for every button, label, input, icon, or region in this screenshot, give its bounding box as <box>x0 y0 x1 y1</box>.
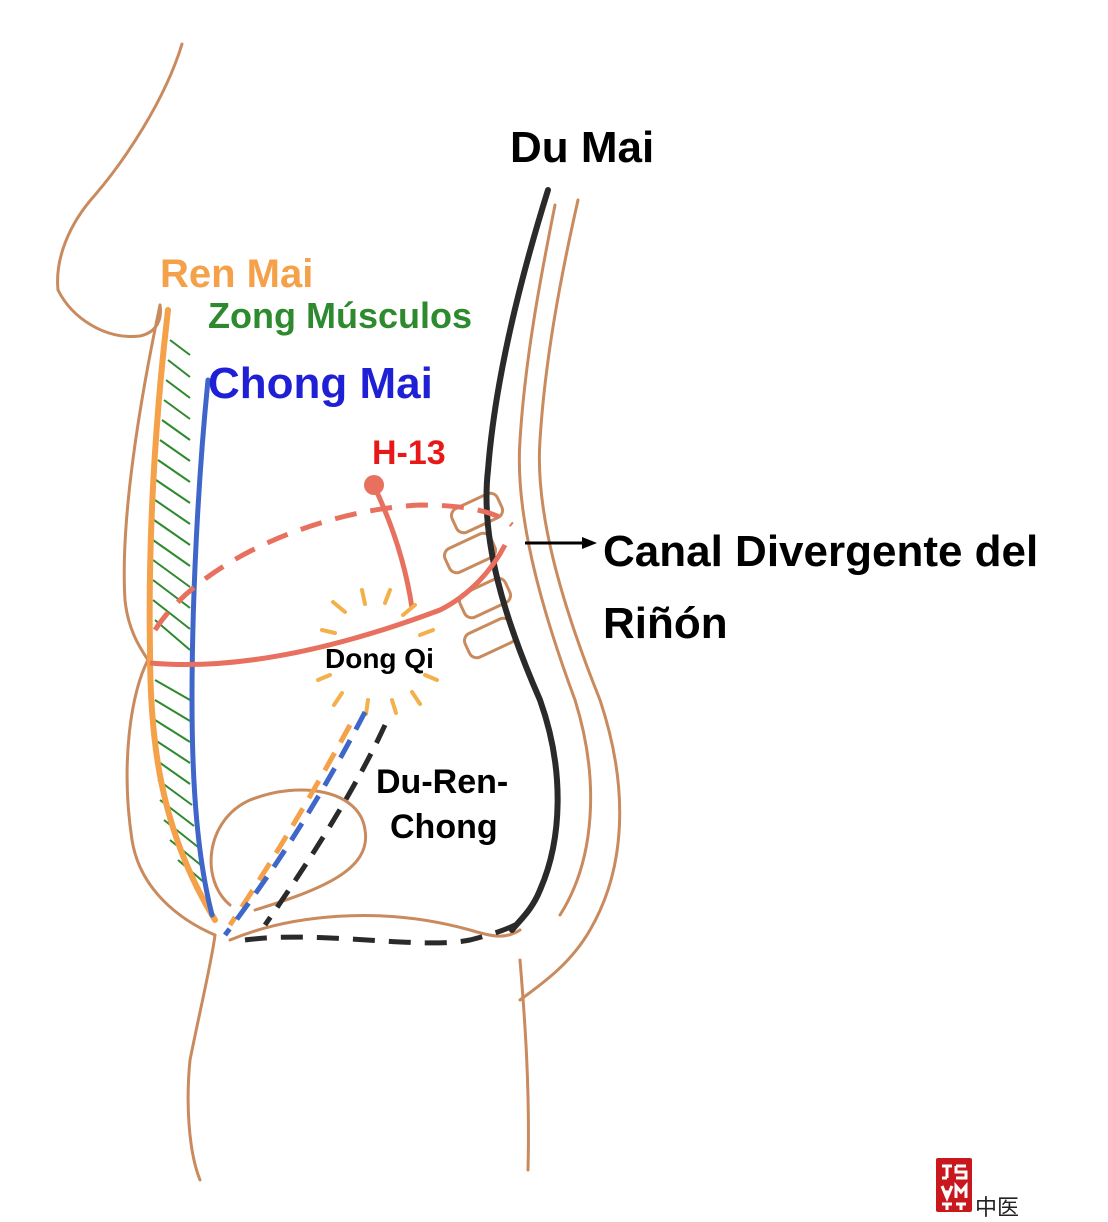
chong-mai-label: Chong Mai <box>208 362 433 406</box>
zong-hatching <box>153 340 206 884</box>
leg-front-line <box>188 935 215 1180</box>
du-mai-label: Du Mai <box>510 126 654 170</box>
jsmt-logo-stamp <box>936 1158 972 1212</box>
body-outline <box>58 44 620 1180</box>
canal-arrow <box>525 537 597 549</box>
vertebrae <box>442 491 518 661</box>
leg-back-line <box>520 960 528 1170</box>
zong-musculos-label: Zong Músculos <box>208 298 472 334</box>
du-perineum-dashed <box>245 925 515 943</box>
dong-qi-label: Dong Qi <box>325 645 434 673</box>
h13-label: H-13 <box>372 436 446 470</box>
du-ren-chong-label-line1: Du-Ren- <box>376 765 508 799</box>
canal-divergente-label-line1: Canal Divergente del <box>603 530 1038 574</box>
logo-glyph-icon <box>936 1158 972 1212</box>
canal-divergente-label-line2: Riñón <box>603 602 728 646</box>
logo-caption: 中医 <box>975 1190 1019 1222</box>
vertebra-1 <box>449 491 505 536</box>
h13-point <box>364 475 384 495</box>
du-ren-chong-label-line2: Chong <box>390 810 498 844</box>
du-descent-dashed <box>265 725 385 925</box>
ren-mai-label: Ren Mai <box>160 254 313 294</box>
chong-mai-line <box>192 380 212 915</box>
breast-outline <box>58 290 160 336</box>
